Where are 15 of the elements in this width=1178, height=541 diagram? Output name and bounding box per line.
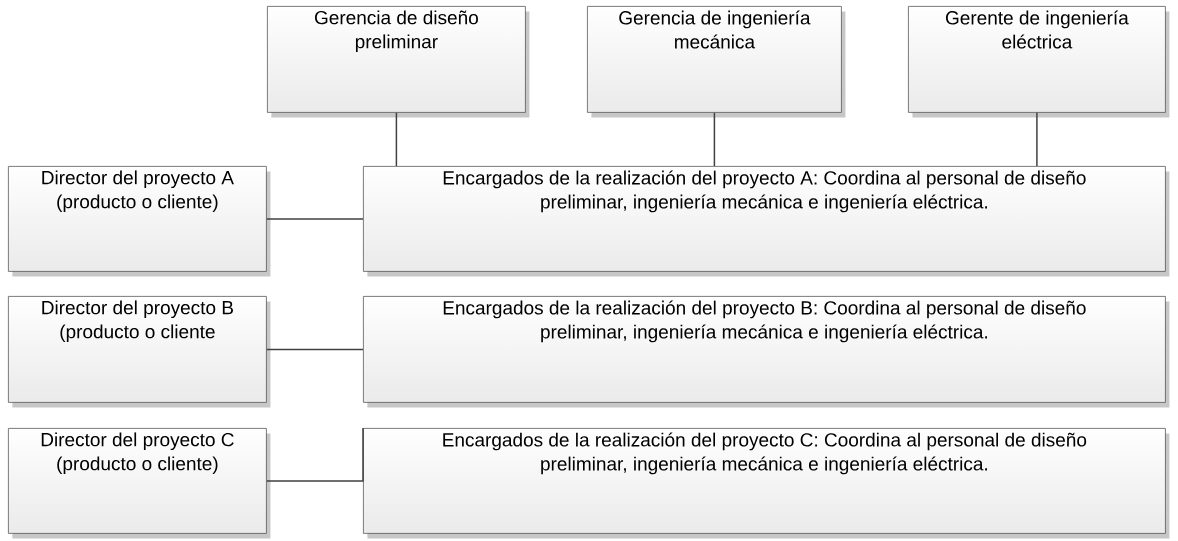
- connector-line: [266, 348, 364, 351]
- connector-line: [266, 218, 364, 220]
- director-box: Director del proyecto C (producto o cliente): [8, 428, 271, 539]
- task-box: Encargados de la realización del proyecto C: Coordina al personal de diseño preliminar, ingeniería mecánica e ingeniería eléctrica.: [363, 428, 1170, 539]
- task-box: Encargados de la realización del proyecto B: Coordina al personal de diseño preliminar, ingeniería mecánica e ingeniería eléctrica.: [363, 296, 1170, 408]
- connector-line: [266, 427, 364, 482]
- manager-box: Gerencia de diseño preliminar: [267, 6, 530, 118]
- manager-box: Gerente de ingeniería eléctrica: [908, 6, 1170, 118]
- task-box: Encargados de la realización del proyecto A: Coordina al personal de diseño preliminar, ingeniería mecánica e ingeniería eléctrica.: [363, 166, 1170, 277]
- director-box: Director del proyecto B (producto o cliente: [8, 296, 271, 408]
- connector-line: [713, 112, 716, 167]
- manager-box: Gerencia de ingeniería mecánica: [587, 6, 846, 118]
- connector-line: [1036, 112, 1038, 167]
- director-box: Director del proyecto A (producto o cliente): [8, 166, 271, 277]
- connector-line: [395, 112, 398, 167]
